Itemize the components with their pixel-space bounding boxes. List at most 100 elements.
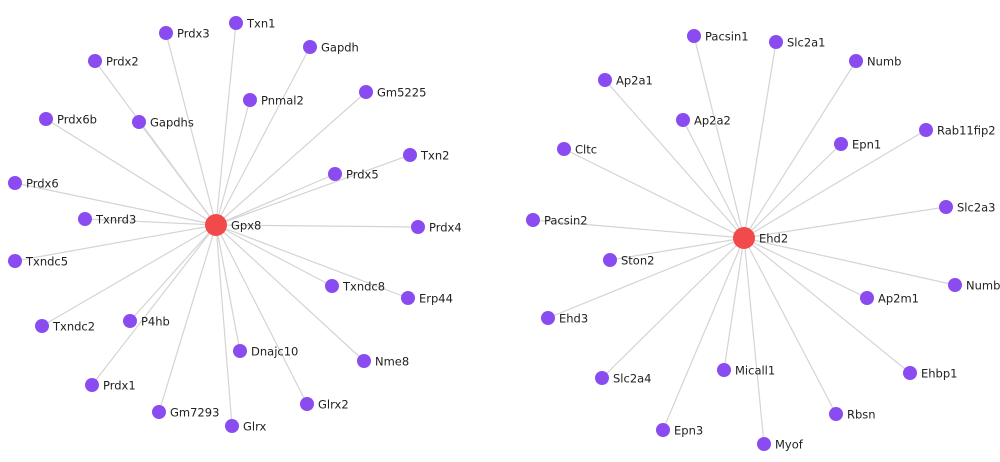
- node-prdx4-label: Prdx4: [429, 221, 462, 235]
- edge-ehd2-rbsn: [743, 237, 837, 415]
- node-txn2-circle: [403, 148, 417, 162]
- node-dnajc10-label: Dnajc10: [251, 345, 298, 359]
- node-slc2a1-circle: [769, 35, 783, 49]
- edge-gpx8-glrx2: [215, 224, 308, 405]
- node-ston2-circle: [603, 253, 617, 267]
- edge-ehd2-pacsin2: [532, 219, 745, 239]
- node-ehbp1: Ehbp1: [903, 366, 957, 381]
- node-gm5225-label: Gm5225: [377, 86, 426, 100]
- edge-gpx8-p4hb: [129, 224, 217, 322]
- node-gm7293-label: Gm7293: [170, 406, 219, 420]
- node-cltc-circle: [557, 142, 571, 156]
- hub-node-ehd2: Ehd2: [733, 227, 788, 249]
- node-prdx3-label: Prdx3: [177, 27, 210, 41]
- node-micall1-label: Micall1: [735, 364, 775, 378]
- node-epn1-label: Epn1: [852, 138, 881, 152]
- node-txnrd3-label: Txnrd3: [95, 213, 136, 227]
- edge-gpx8-prdx6: [14, 182, 217, 226]
- node-micall1: Micall1: [717, 363, 775, 378]
- edge-gpx8-prdx3: [165, 32, 217, 226]
- node-pacsin1: Pacsin1: [687, 29, 749, 44]
- node-prdx5-circle: [328, 167, 342, 181]
- node-pacsin1-label: Pacsin1: [705, 30, 749, 44]
- edge-gpx8-nme8: [215, 224, 365, 362]
- node-glrx2-circle: [300, 397, 314, 411]
- edge-ehd2-numbl: [743, 237, 956, 286]
- node-ap2a2-label: Ap2a2: [694, 114, 731, 128]
- node-txn2-label: Txn2: [420, 149, 449, 163]
- node-rab11fip2: Rab11fip2: [919, 123, 996, 138]
- node-ap2a1-circle: [598, 73, 612, 87]
- node-gm7293: Gm7293: [152, 405, 219, 420]
- node-prdx6-circle: [8, 176, 22, 190]
- edge-gpx8-pnmal2: [215, 99, 251, 226]
- node-glrx2: Glrx2: [300, 397, 349, 412]
- node-txn1-circle: [229, 16, 243, 30]
- edge-gpx8-prdx1: [91, 224, 217, 386]
- node-ehd3-circle: [541, 311, 555, 325]
- edge-ehd2-slc2a3: [743, 206, 947, 239]
- node-gapdhs-circle: [132, 115, 146, 129]
- node-txndc8-label: Txndc8: [342, 280, 385, 294]
- node-gm5225-circle: [359, 85, 373, 99]
- node-ap2a2-circle: [676, 113, 690, 127]
- hub-node-gpx8-circle: [205, 214, 227, 236]
- node-nme8-label: Nme8: [375, 355, 409, 369]
- node-rab11fip2-label: Rab11fip2: [937, 124, 996, 138]
- edge-gpx8-gm7293: [158, 224, 217, 413]
- node-ap2a1-label: Ap2a1: [616, 74, 653, 88]
- node-gapdhs-label: Gapdhs: [150, 116, 194, 130]
- node-rab11fip2-circle: [919, 123, 933, 137]
- edge-ehd2-numb: [743, 60, 857, 239]
- node-p4hb-circle: [123, 314, 137, 328]
- edge-ehd2-ehd3: [547, 237, 745, 319]
- edge-gpx8-txndc5: [14, 224, 217, 262]
- edge-ehd2-ap2a1: [604, 79, 745, 239]
- edge-gpx8-txndc2: [41, 224, 217, 327]
- node-ap2a2: Ap2a2: [676, 113, 731, 128]
- node-glrx-circle: [225, 419, 239, 433]
- node-txnrd3-circle: [78, 212, 92, 226]
- node-prdx3: Prdx3: [159, 26, 210, 41]
- node-prdx5-label: Prdx5: [346, 168, 379, 182]
- node-glrx-label: Glrx: [243, 420, 267, 434]
- node-pnmal2-circle: [243, 93, 257, 107]
- edge-gpx8-prdx6b: [45, 118, 217, 226]
- node-txndc5-circle: [8, 254, 22, 268]
- node-ap2m1: Ap2m1: [860, 291, 919, 306]
- node-numbl-label: Numbl: [966, 279, 1000, 293]
- node-prdx3-circle: [159, 26, 173, 40]
- node-epn1: Epn1: [834, 137, 881, 152]
- node-cltc-label: Cltc: [575, 143, 597, 157]
- node-txndc2: Txndc2: [35, 319, 95, 334]
- edge-ehd2-ap2a2: [682, 119, 745, 239]
- node-prdx6-label: Prdx6: [26, 177, 59, 191]
- node-erp44-label: Erp44: [419, 292, 453, 306]
- node-pacsin2-label: Pacsin2: [544, 214, 588, 228]
- node-prdx1-circle: [85, 378, 99, 392]
- edge-gpx8-txndc8: [215, 224, 333, 287]
- node-slc2a3-circle: [939, 200, 953, 214]
- node-prdx5: Prdx5: [328, 167, 379, 182]
- node-ehbp1-label: Ehbp1: [921, 367, 957, 381]
- node-gapdhs: Gapdhs: [132, 115, 194, 130]
- node-prdx2-label: Prdx2: [106, 55, 139, 69]
- edge-gpx8-txn1: [215, 22, 237, 226]
- node-pnmal2: Pnmal2: [243, 93, 304, 108]
- node-nme8-circle: [357, 354, 371, 368]
- node-ston2: Ston2: [603, 253, 654, 268]
- node-txndc8: Txndc8: [325, 279, 385, 294]
- node-ston2-label: Ston2: [621, 254, 654, 268]
- hub-node-ehd2-circle: [733, 227, 755, 249]
- node-numb-circle: [849, 54, 863, 68]
- node-txn1: Txn1: [229, 16, 275, 31]
- node-gapdh-label: Gapdh: [321, 41, 359, 55]
- node-prdx1: Prdx1: [85, 378, 136, 393]
- node-prdx6b-circle: [39, 112, 53, 126]
- edge-gpx8-erp44: [215, 224, 409, 299]
- node-prdx1-label: Prdx1: [103, 379, 136, 393]
- node-rbsn-circle: [829, 407, 843, 421]
- node-slc2a1: Slc2a1: [769, 35, 826, 50]
- node-prdx6b-label: Prdx6b: [57, 113, 97, 127]
- hub-node-gpx8: Gpx8: [205, 214, 261, 236]
